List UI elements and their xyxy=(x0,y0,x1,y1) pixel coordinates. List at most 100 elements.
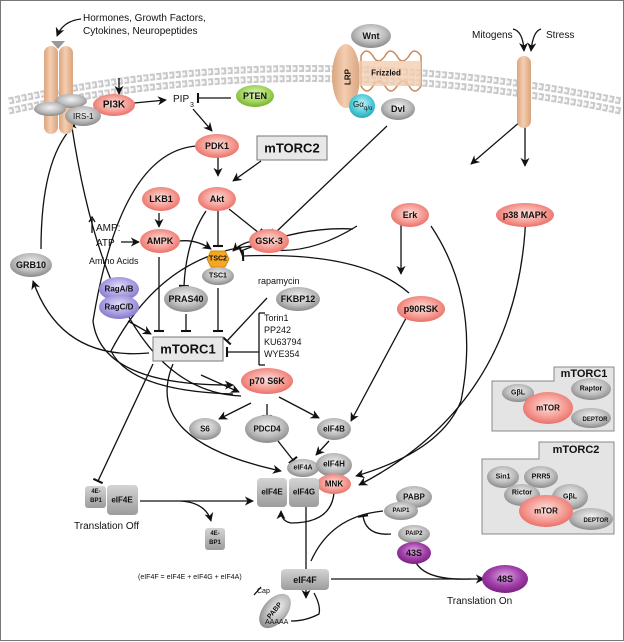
node-pdk1[interactable] xyxy=(195,134,239,158)
node-eif4f[interactable] xyxy=(281,569,329,590)
label-p70s6k: p70 S6K xyxy=(249,376,285,386)
node-ragc[interactable] xyxy=(99,295,139,319)
label-fkbp12: FKBP12 xyxy=(281,294,316,304)
label-pras40: PRAS40 xyxy=(168,294,203,304)
legend-mtorc2-prr5: PRR5 xyxy=(532,474,551,481)
node-raga[interactable] xyxy=(99,277,139,301)
label-pip3: PIP xyxy=(173,94,189,105)
edge-akt-pras40 xyxy=(178,210,207,288)
legend-mtorc1-raptor: Raptor xyxy=(580,386,603,393)
label-eif4f: eIF4F xyxy=(293,575,317,585)
node-akt[interactable] xyxy=(198,187,236,211)
node-tsc2[interactable] xyxy=(206,250,230,268)
node-irs1[interactable] xyxy=(65,106,101,126)
label-raga: RagA/B xyxy=(105,285,134,294)
node-paip1[interactable] xyxy=(384,502,418,520)
label-translation-off: Translation Off xyxy=(74,521,139,532)
node-dvl[interactable] xyxy=(381,98,415,120)
node-mtorc1[interactable] xyxy=(152,336,224,362)
label-4ebp1-free-a: 4E- xyxy=(210,531,219,537)
node-grb10[interactable] xyxy=(10,253,52,277)
node-4ebp1-bound[interactable] xyxy=(85,486,106,508)
legend-mtorc1-gbl: GβL xyxy=(511,390,526,397)
label-mtorc1: mTORC1 xyxy=(160,342,215,357)
label-tsc1: TSC1 xyxy=(209,273,227,280)
label-frizzled: Frizzled xyxy=(371,69,401,78)
cap-line xyxy=(253,586,262,596)
node-lkb1[interactable] xyxy=(142,187,180,211)
nodes xyxy=(10,24,554,634)
node-p90rsk[interactable] xyxy=(397,296,445,322)
node-eif4e-off[interactable] xyxy=(107,485,138,515)
label-stress: Stress xyxy=(546,30,574,41)
label-gaq: Gα xyxy=(353,100,364,109)
edge-hormones-receptor xyxy=(55,18,82,37)
label-dvl: Dvl xyxy=(391,104,405,114)
label-s6: S6 xyxy=(200,425,210,434)
node-paip2[interactable] xyxy=(398,525,430,543)
mrna-strand xyxy=(290,592,321,622)
label-paip2: PAIP2 xyxy=(406,531,424,537)
label-atp: ATP xyxy=(96,238,115,249)
mapk-receptor xyxy=(517,56,531,128)
label-cap: Cap xyxy=(257,588,270,595)
node-pten[interactable] xyxy=(236,85,274,107)
node-eif4a[interactable] xyxy=(287,459,319,477)
label-tsc2: TSC2 xyxy=(209,256,227,263)
node-mtorc2[interactable] xyxy=(256,135,328,161)
label-eif4e-off: eIF4E xyxy=(111,496,133,505)
label-wnt: Wnt xyxy=(363,31,380,41)
label-torin1: Torin1 xyxy=(264,313,289,323)
edge-rapamycin-mtorc1 xyxy=(222,297,268,346)
edge-rag-mtorc1 xyxy=(127,320,152,335)
node-p70s6k[interactable] xyxy=(241,368,293,394)
edge-ampk-tsc2 xyxy=(178,240,212,250)
node-gaq[interactable] xyxy=(349,94,375,118)
up-arrow-icon xyxy=(88,215,96,233)
node-pras40[interactable] xyxy=(164,286,208,312)
node-fkbp12[interactable] xyxy=(276,287,320,311)
node-pdcd4[interactable] xyxy=(245,415,289,443)
edge-eif4b-eif4a xyxy=(315,440,330,456)
node-tsc1[interactable] xyxy=(202,267,234,285)
node-48s[interactable] xyxy=(482,565,528,593)
node-eif4h[interactable] xyxy=(316,453,352,477)
node-wnt[interactable] xyxy=(351,24,391,48)
edge-p70-irs1 xyxy=(67,120,242,397)
label-grb10: GRB10 xyxy=(16,260,46,270)
edge-mtorc1-eif4a xyxy=(166,363,282,474)
node-pi3k[interactable] xyxy=(93,94,135,116)
legend-mtorc2-title: mTORC2 xyxy=(553,444,600,456)
node-eif4b[interactable] xyxy=(317,418,351,440)
edge-p90rsk-eif4b xyxy=(350,306,413,422)
edge-pdcd4-eif4a xyxy=(277,440,298,465)
label-pten: PTEN xyxy=(243,91,267,101)
node-43s[interactable] xyxy=(397,542,431,564)
node-eif4g[interactable] xyxy=(289,478,319,507)
node-eif4e[interactable] xyxy=(257,478,287,507)
label-p38: p38 MAPK xyxy=(503,210,548,220)
edge-akt-gsk3 xyxy=(228,208,264,238)
edge-grb10-irs1 xyxy=(40,116,84,250)
node-p38[interactable] xyxy=(496,203,554,227)
ligand-triangle xyxy=(51,41,65,49)
node-s6[interactable] xyxy=(189,418,221,440)
label-rapamycin: rapamycin xyxy=(258,276,300,286)
legend-mtorc2-mtor: mTOR xyxy=(534,507,558,516)
edge-erk-tsc2 xyxy=(110,225,358,395)
node-mnk[interactable] xyxy=(317,474,351,494)
node-pabp-mrna[interactable] xyxy=(253,588,297,634)
node-ampk[interactable] xyxy=(140,229,180,253)
node-4ebp1-free[interactable] xyxy=(205,528,225,550)
label-akt: Akt xyxy=(210,194,225,204)
legend-mtorc2-sin1: Sin1 xyxy=(496,474,511,481)
label-eif4b: eIF4B xyxy=(323,425,345,434)
legend-mtorc1-title: mTORC1 xyxy=(561,368,608,380)
label-ragc: RagC/D xyxy=(105,303,134,312)
edge-pdk1-p70 xyxy=(92,145,234,390)
edge-4ebp1-release xyxy=(180,500,214,522)
node-erk[interactable] xyxy=(391,203,429,227)
label-eif4e: eIF4E xyxy=(261,488,283,497)
node-gsk3[interactable] xyxy=(249,229,289,253)
label-4ebp1-a: 4E- xyxy=(91,489,100,495)
